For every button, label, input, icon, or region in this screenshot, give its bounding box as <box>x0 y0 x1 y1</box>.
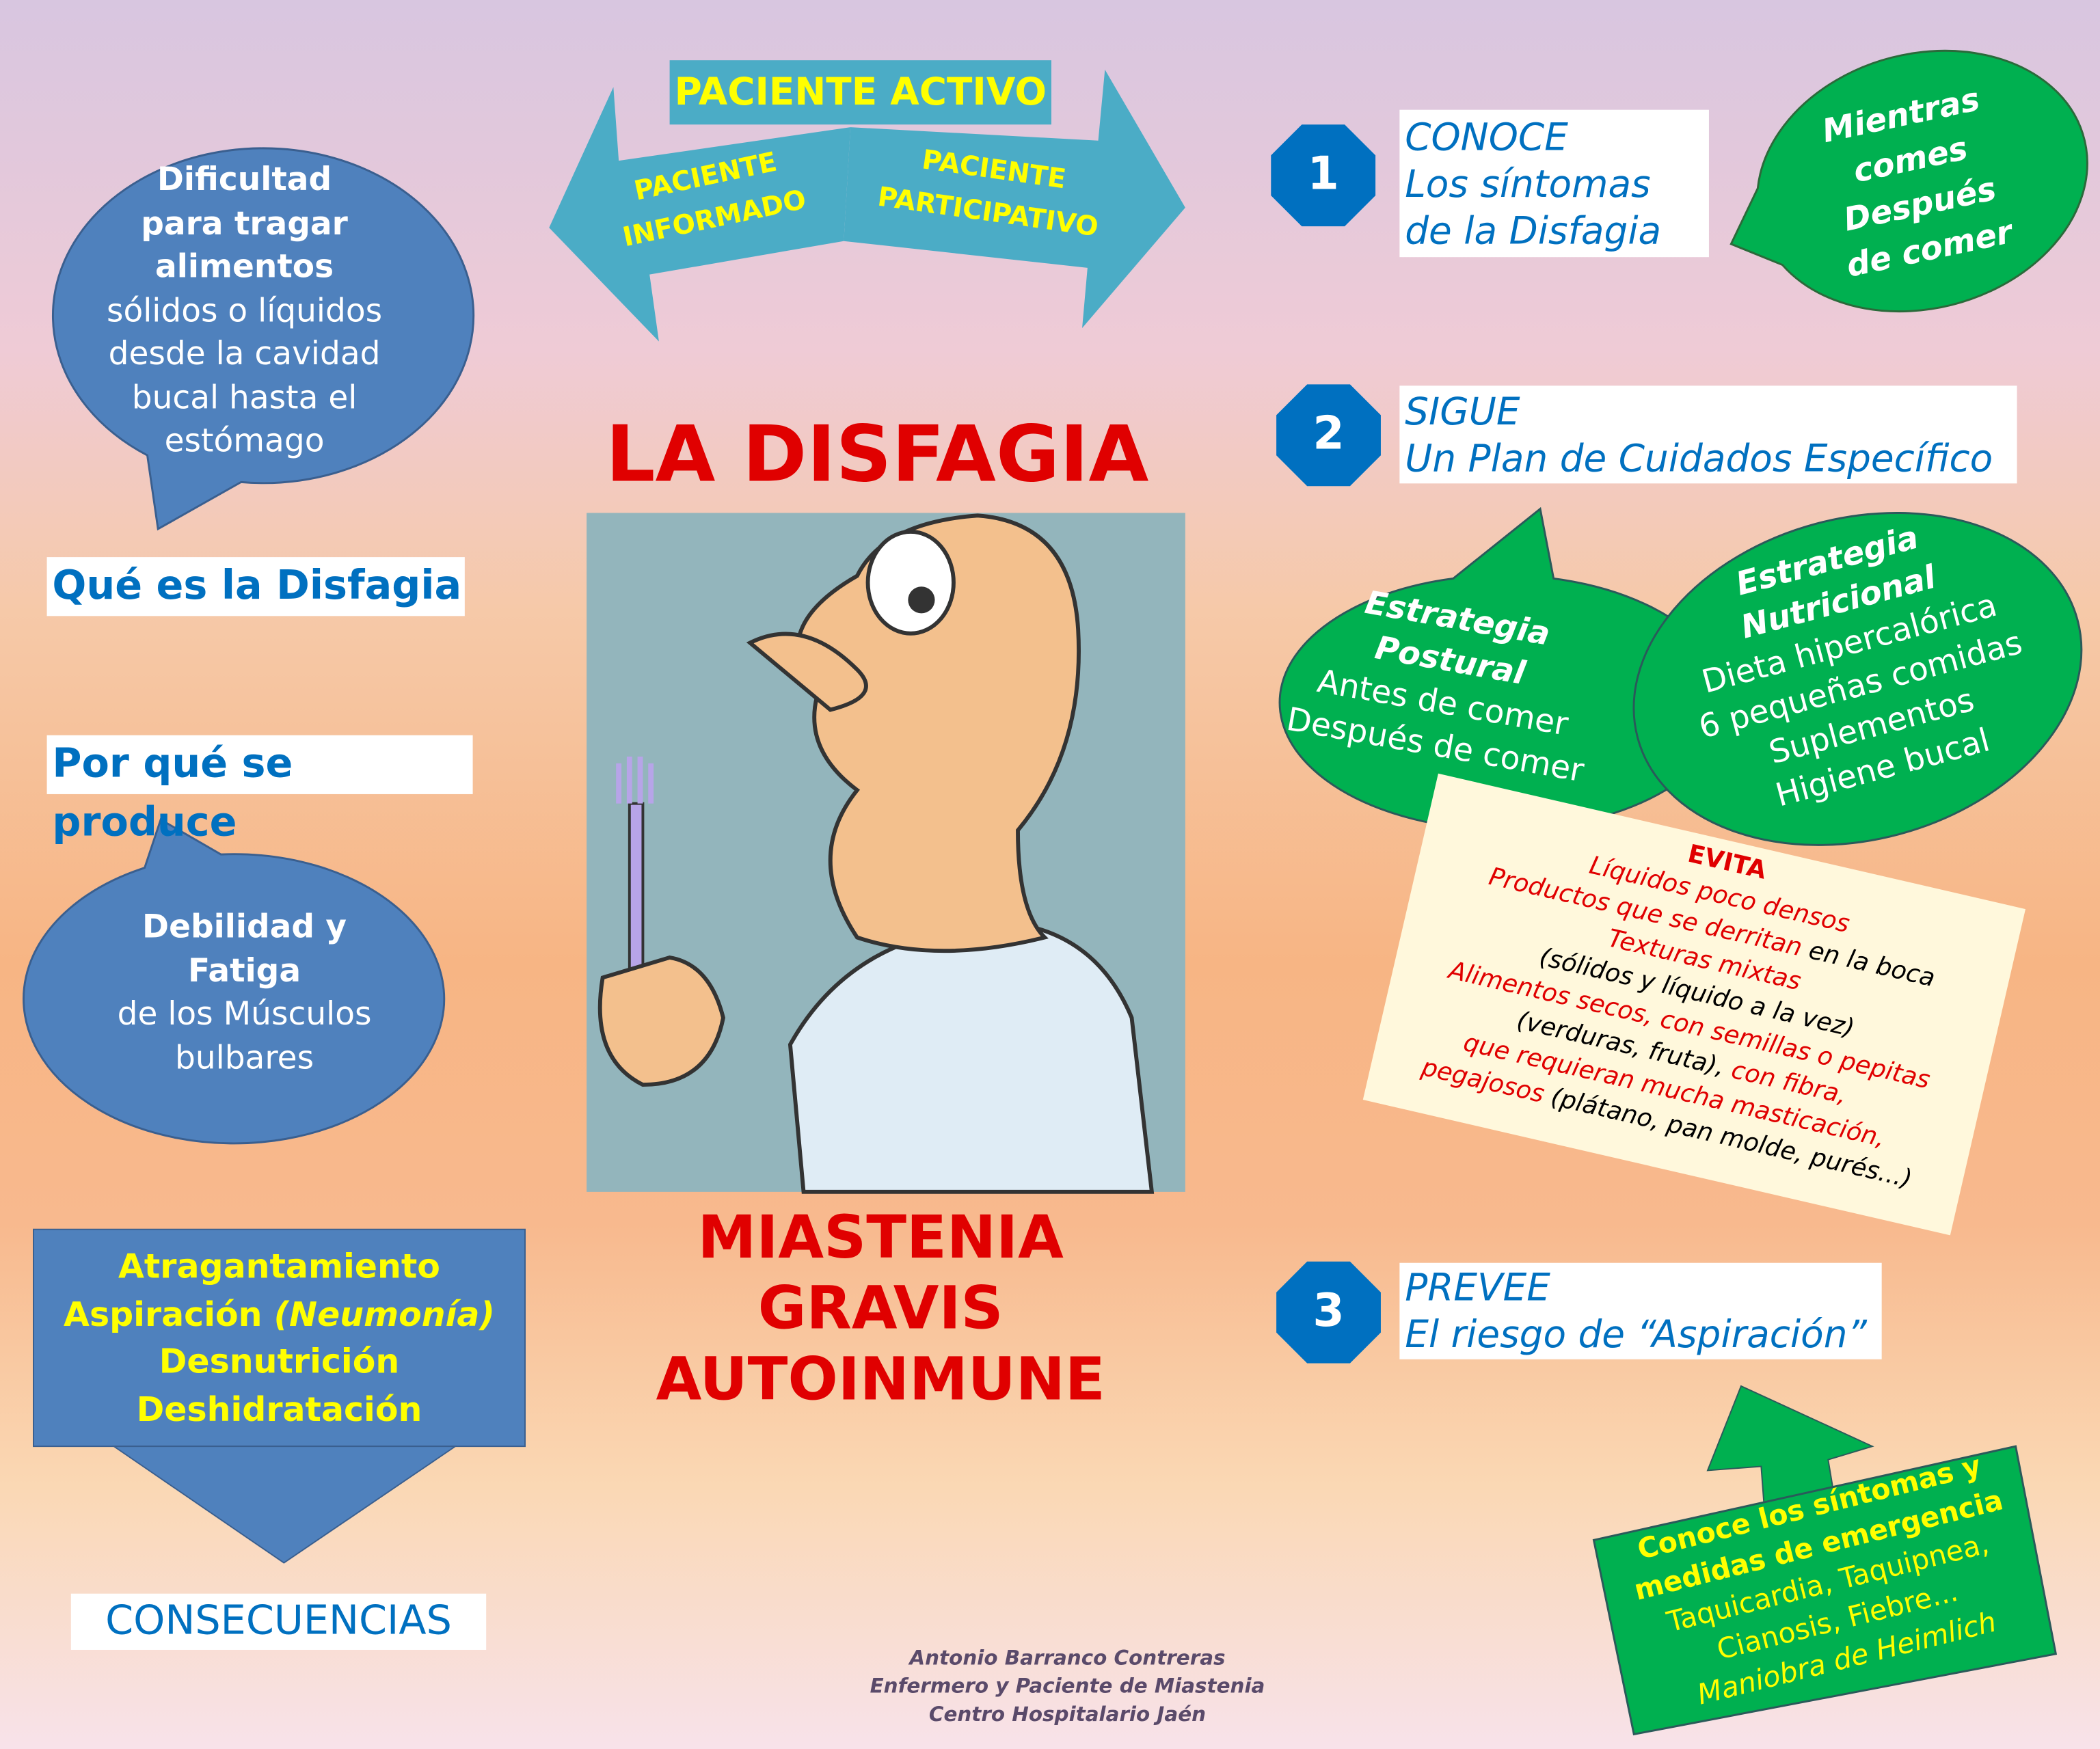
def-text-3: bucal hasta el <box>131 378 358 416</box>
consequence-pneumonia: (Neumonía) <box>273 1294 495 1333</box>
step-octagons <box>1271 124 1381 1364</box>
emergency-box-shape <box>1592 1445 2058 1736</box>
left-arrow-shape <box>549 87 851 342</box>
def-bold-3: alimentos <box>154 247 334 286</box>
cause-text-1: de los Músculos <box>117 994 372 1033</box>
step-3-title: PREVEE <box>1405 1265 1550 1310</box>
consequence-dehydration: Deshidratación <box>136 1389 422 1428</box>
author-footer: Antonio Barranco Contreras Enfermero y P… <box>800 1644 1336 1728</box>
cause-bold-2: Fatiga <box>187 951 301 990</box>
consequence-malnutrition: Desnutrición <box>159 1342 400 1381</box>
octagon-1-icon <box>1271 124 1376 227</box>
bubble-when-shape <box>1729 49 2088 313</box>
subtitle-line-2: GRAVIS <box>757 1275 1004 1344</box>
step-2-box: SIGUE Un Plan de Cuidados Específico <box>1399 385 2017 484</box>
def-text-1: sólidos o líquidos <box>106 291 383 329</box>
bubble-definition-shape <box>51 147 475 531</box>
consequences-list: Atragantamiento Aspiración (Neumonía) De… <box>33 1243 525 1433</box>
step-2-title: SIGUE <box>1405 390 1520 434</box>
step-1-line-2: de la Disfagia <box>1405 208 1662 254</box>
consequences-label: CONSECUENCIAS <box>70 1593 487 1650</box>
author-name: Antonio Barranco Contreras <box>909 1646 1226 1670</box>
step-3-box: PREVEE El riesgo de “Aspiración” <box>1399 1262 1882 1359</box>
step-2-number: 2 <box>1312 407 1345 461</box>
definition-bubble-text: Dificultad para tragar alimentos sólidos… <box>53 158 435 463</box>
bubble-nutritional-shape <box>1632 512 2083 846</box>
down-arrow-icon <box>111 1446 458 1564</box>
step-3-number: 3 <box>1312 1284 1345 1338</box>
def-bold-2: para tragar <box>141 204 348 242</box>
cause-bold-1: Debilidad y <box>142 908 347 946</box>
subtitle-line-3: AUTOINMUNE <box>656 1346 1105 1415</box>
author-role: Enfermero y Paciente de Miastenia <box>870 1674 1265 1698</box>
bubble-cause-shape <box>23 817 446 1145</box>
def-text-4: estómago <box>164 422 325 460</box>
consequence-choking: Atragantamiento <box>118 1247 440 1286</box>
consequence-aspiration: Aspiración (Neumonía) <box>33 1290 525 1338</box>
right-arrow-shape <box>844 69 1185 329</box>
author-hospital: Centro Hospitalario Jaén <box>928 1702 1207 1726</box>
def-text-2: desde la cavidad <box>108 334 381 372</box>
consequences-box-shape <box>33 1228 526 1448</box>
consequence-aspiration-text: Aspiración <box>64 1294 262 1333</box>
main-title: LA DISFAGIA <box>606 408 1149 500</box>
disease-subtitle: MIASTENIA GRAVIS AUTOINMUNE <box>589 1203 1172 1416</box>
patient-active-title: PACIENTE ACTIVO <box>669 60 1051 125</box>
octagon-3-icon <box>1276 1261 1381 1364</box>
def-bold-1: Dificultad <box>157 161 332 198</box>
octagon-2-icon <box>1276 384 1381 487</box>
step-1-box: CONOCE Los síntomas de la Disfagia <box>1399 109 1709 258</box>
subtitle-line-1: MIASTENIA <box>697 1204 1064 1273</box>
why-it-happens-label: Por qué se produce <box>46 735 473 846</box>
step-3-line-1: El riesgo de “Aspiración” <box>1405 1312 1867 1357</box>
cartoon-man-image <box>587 513 1185 1194</box>
step-1-title: CONOCE <box>1405 115 1568 160</box>
cause-bubble-text: Debilidad y Fatiga de los Músculos bulba… <box>53 906 435 1080</box>
step-2-line-1: Un Plan de Cuidados Específico <box>1405 436 1993 481</box>
step-1-number: 1 <box>1307 147 1339 201</box>
step-1-line-1: Los síntomas <box>1405 162 1651 206</box>
what-is-dysphagia-label: Qué es la Disfagia <box>46 557 465 616</box>
cause-text-2: bulbares <box>174 1038 314 1076</box>
